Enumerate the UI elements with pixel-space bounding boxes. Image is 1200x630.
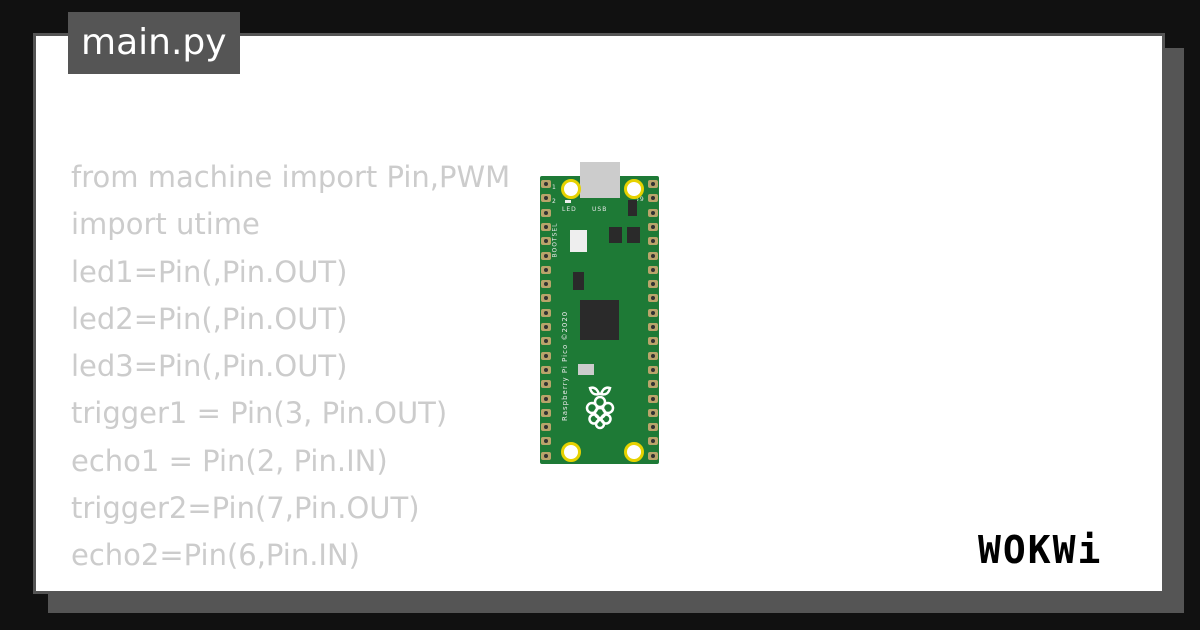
code-line: trigger1 = Pin(3, Pin.OUT) <box>71 396 448 431</box>
code-line: echo1 = Pin(2, Pin.IN) <box>71 443 388 478</box>
mounting-hole <box>624 179 644 199</box>
pin-pad <box>541 337 551 346</box>
pin-pad <box>648 423 658 432</box>
code-line: echo2=Pin(6,Pin.IN) <box>71 538 360 573</box>
pin-pad <box>648 408 658 417</box>
code-preview: from machine import Pin,PWM import utime l… <box>71 154 510 580</box>
pin-pad <box>648 394 658 403</box>
usb-connector <box>580 162 620 198</box>
file-name-tab: main.py <box>68 12 240 74</box>
pin-pad <box>541 451 551 460</box>
pin-pad <box>648 365 658 374</box>
bootsel-button <box>570 230 587 252</box>
pin-pad <box>541 423 551 432</box>
pin-pad <box>648 194 658 203</box>
pin-pad <box>541 323 551 331</box>
pin-pad <box>541 237 551 246</box>
bootsel-label: BOOTSEL <box>551 222 559 258</box>
pin-pad <box>648 308 658 317</box>
mounting-hole <box>624 442 644 462</box>
code-line: led3=Pin(,Pin.OUT) <box>71 349 348 384</box>
board-name-label: Raspberry Pi Pico ©2020 <box>561 310 569 421</box>
pin-pad <box>541 265 551 274</box>
pin-pad <box>648 280 658 289</box>
pin-pad <box>648 380 658 389</box>
pin-pad <box>648 351 658 360</box>
pin-pad <box>541 437 551 446</box>
pin1-label: 1 <box>552 184 557 191</box>
led-label: LED <box>562 206 577 213</box>
pin-pad <box>648 337 658 346</box>
pin-pad <box>648 237 658 246</box>
pin-pad <box>541 308 551 317</box>
pin-pad <box>541 351 551 360</box>
pin-pad <box>541 194 551 203</box>
led-indicator <box>565 200 571 203</box>
pin2-label: 2 <box>552 198 557 205</box>
pin-pad <box>541 365 551 374</box>
chip <box>580 300 619 340</box>
code-line: import utime <box>71 207 260 242</box>
pin-pad <box>541 280 551 289</box>
code-line: trigger2=Pin(7,Pin.OUT) <box>71 491 420 526</box>
pin-pad <box>648 265 658 274</box>
mounting-hole <box>561 442 581 462</box>
pin-pad <box>541 222 551 231</box>
pin-pad <box>541 251 551 260</box>
pin-pad <box>648 294 658 303</box>
pin-pad <box>648 251 658 260</box>
chip <box>609 227 622 243</box>
raspberry-logo-icon <box>582 382 618 430</box>
pin39-label: 39 <box>635 196 645 203</box>
mounting-hole <box>561 179 581 199</box>
code-line: from machine import Pin,PWM <box>71 160 511 194</box>
chip <box>573 272 584 290</box>
pin-pad <box>648 222 658 231</box>
wokwi-logo: WOKWi <box>978 528 1103 572</box>
chip <box>627 227 640 243</box>
code-line: led2=Pin(,Pin.OUT) <box>71 301 348 336</box>
component <box>578 364 594 375</box>
pin-pad <box>541 180 551 188</box>
pin-pad <box>648 323 658 331</box>
pin-pad <box>648 180 658 188</box>
pin-pad <box>648 208 658 217</box>
pin-pad <box>648 437 658 446</box>
code-line: led1=Pin(,Pin.OUT) <box>71 254 348 289</box>
pin-pad <box>541 408 551 417</box>
pin-pad <box>648 451 658 460</box>
pin-pad <box>541 380 551 389</box>
pin-pad <box>541 294 551 303</box>
usb-label: USB <box>592 206 608 213</box>
pin-pad <box>541 394 551 403</box>
chip <box>628 200 637 216</box>
pin-pad <box>541 208 551 217</box>
